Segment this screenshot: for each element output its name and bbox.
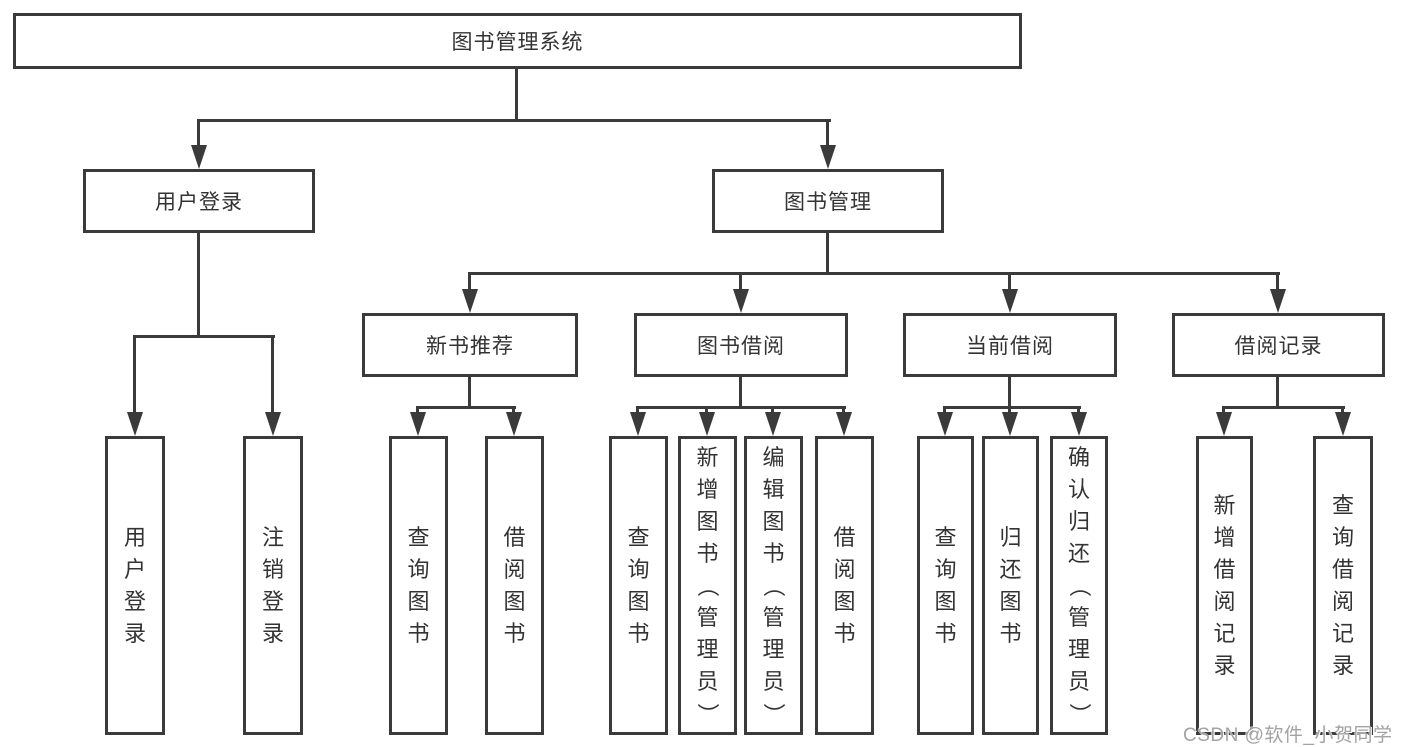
connector-line xyxy=(271,335,274,414)
connector-line xyxy=(468,376,471,409)
arrow-head xyxy=(127,412,143,436)
connector-line xyxy=(468,272,1280,275)
node-leaf-borrow-books-1: 借阅图书 xyxy=(485,436,544,735)
connector-line xyxy=(1077,406,1080,414)
node-leaf-return-books: 归还图书 xyxy=(982,436,1039,735)
arrow-head xyxy=(1216,412,1232,436)
connector-line xyxy=(1276,272,1279,291)
connector-line xyxy=(416,406,516,409)
connector-line xyxy=(512,406,515,414)
connector-line xyxy=(197,119,200,147)
node-label: 归还图书 xyxy=(999,524,1022,646)
node-label: 新增借阅记录 xyxy=(1213,492,1236,678)
node-label: 确认归还（管理员） xyxy=(1066,444,1092,725)
arrow-head xyxy=(1002,289,1018,313)
connector-line xyxy=(197,119,831,122)
node-leaf-add-borrow-record: 新增借阅记录 xyxy=(1196,436,1253,735)
node-leaf-query-books-1: 查询图书 xyxy=(389,436,448,735)
connector-line xyxy=(1008,376,1011,409)
arrow-head xyxy=(699,412,715,436)
node-book-borrowing: 图书借阅 xyxy=(634,313,848,377)
node-label: 注销登录 xyxy=(261,524,284,646)
arrow-head xyxy=(462,289,478,313)
connector-line xyxy=(1222,406,1345,409)
connector-line xyxy=(1008,406,1011,414)
arrow-head xyxy=(191,145,207,169)
node-leaf-user-login: 用户登录 xyxy=(105,436,165,735)
node-leaf-borrow-books-2: 借阅图书 xyxy=(815,436,874,735)
connector-line xyxy=(739,272,742,291)
arrow-head xyxy=(265,412,281,436)
arrow-head xyxy=(410,412,426,436)
node-current-borrowing: 当前借阅 xyxy=(903,313,1117,377)
node-label: 借阅图书 xyxy=(833,524,856,646)
node-leaf-query-borrow-record: 查询借阅记录 xyxy=(1313,436,1373,735)
connector-line xyxy=(842,406,845,414)
arrow-head xyxy=(1335,412,1351,436)
connector-line xyxy=(133,335,136,414)
connector-line xyxy=(1008,272,1011,291)
connector-line xyxy=(943,406,946,414)
node-book-management: 图书管理 xyxy=(712,169,944,233)
arrow-head xyxy=(1002,412,1018,436)
node-label: 查询图书 xyxy=(627,524,650,646)
node-label: 新书推荐 xyxy=(426,335,514,358)
node-label: 借阅记录 xyxy=(1234,335,1323,358)
connector-line xyxy=(1222,406,1225,414)
node-label: 用户登录 xyxy=(155,191,243,214)
connector-line xyxy=(133,335,275,338)
arrow-head xyxy=(1270,289,1286,313)
connector-line xyxy=(468,272,471,291)
node-label: 图书借阅 xyxy=(697,335,785,358)
connector-line xyxy=(943,406,1081,409)
connector-line xyxy=(515,69,518,122)
node-new-book-recommendation: 新书推荐 xyxy=(362,313,578,377)
arrow-head xyxy=(765,412,781,436)
arrow-head xyxy=(836,412,852,436)
arrow-head xyxy=(630,412,646,436)
node-label: 查询图书 xyxy=(934,524,957,646)
arrow-head xyxy=(1071,412,1087,436)
node-leaf-edit-books-admin: 编辑图书（管理员） xyxy=(744,436,803,735)
connector-line xyxy=(1341,406,1344,414)
node-label: 图书管理 xyxy=(784,191,872,214)
connector-line xyxy=(771,406,774,414)
arrow-head xyxy=(820,145,836,169)
connector-line xyxy=(636,406,846,409)
node-leaf-query-books-2: 查询图书 xyxy=(609,436,668,735)
node-user-login: 用户登录 xyxy=(83,169,315,233)
node-leaf-confirm-return-admin: 确认归还（管理员） xyxy=(1050,436,1108,735)
node-label: 借阅图书 xyxy=(503,524,526,646)
arrow-head xyxy=(506,412,522,436)
node-label: 查询借阅记录 xyxy=(1331,492,1354,678)
node-label: 图书管理系统 xyxy=(451,31,584,54)
connector-line xyxy=(197,232,200,338)
node-leaf-logout: 注销登录 xyxy=(243,436,303,735)
connector-line xyxy=(826,119,829,147)
node-leaf-add-books-admin: 新增图书（管理员） xyxy=(678,436,737,735)
connector-line xyxy=(705,406,708,414)
connector-line xyxy=(636,406,639,414)
node-label: 当前借阅 xyxy=(966,335,1054,358)
connector-line xyxy=(739,376,742,409)
connector-line xyxy=(826,232,829,275)
connector-line xyxy=(1276,376,1279,409)
node-label: 编辑图书（管理员） xyxy=(761,444,787,725)
node-label: 用户登录 xyxy=(123,524,146,646)
arrow-head xyxy=(937,412,953,436)
watermark: CSDN @软件_小贺同学 xyxy=(1183,725,1393,746)
node-leaf-query-books-3: 查询图书 xyxy=(917,436,974,735)
node-library-management-system: 图书管理系统 xyxy=(13,13,1022,69)
arrow-head xyxy=(733,289,749,313)
node-borrowing-records: 借阅记录 xyxy=(1172,313,1385,377)
node-label: 新增图书（管理员） xyxy=(695,444,721,725)
node-label: 查询图书 xyxy=(407,524,430,646)
connector-line xyxy=(416,406,419,414)
